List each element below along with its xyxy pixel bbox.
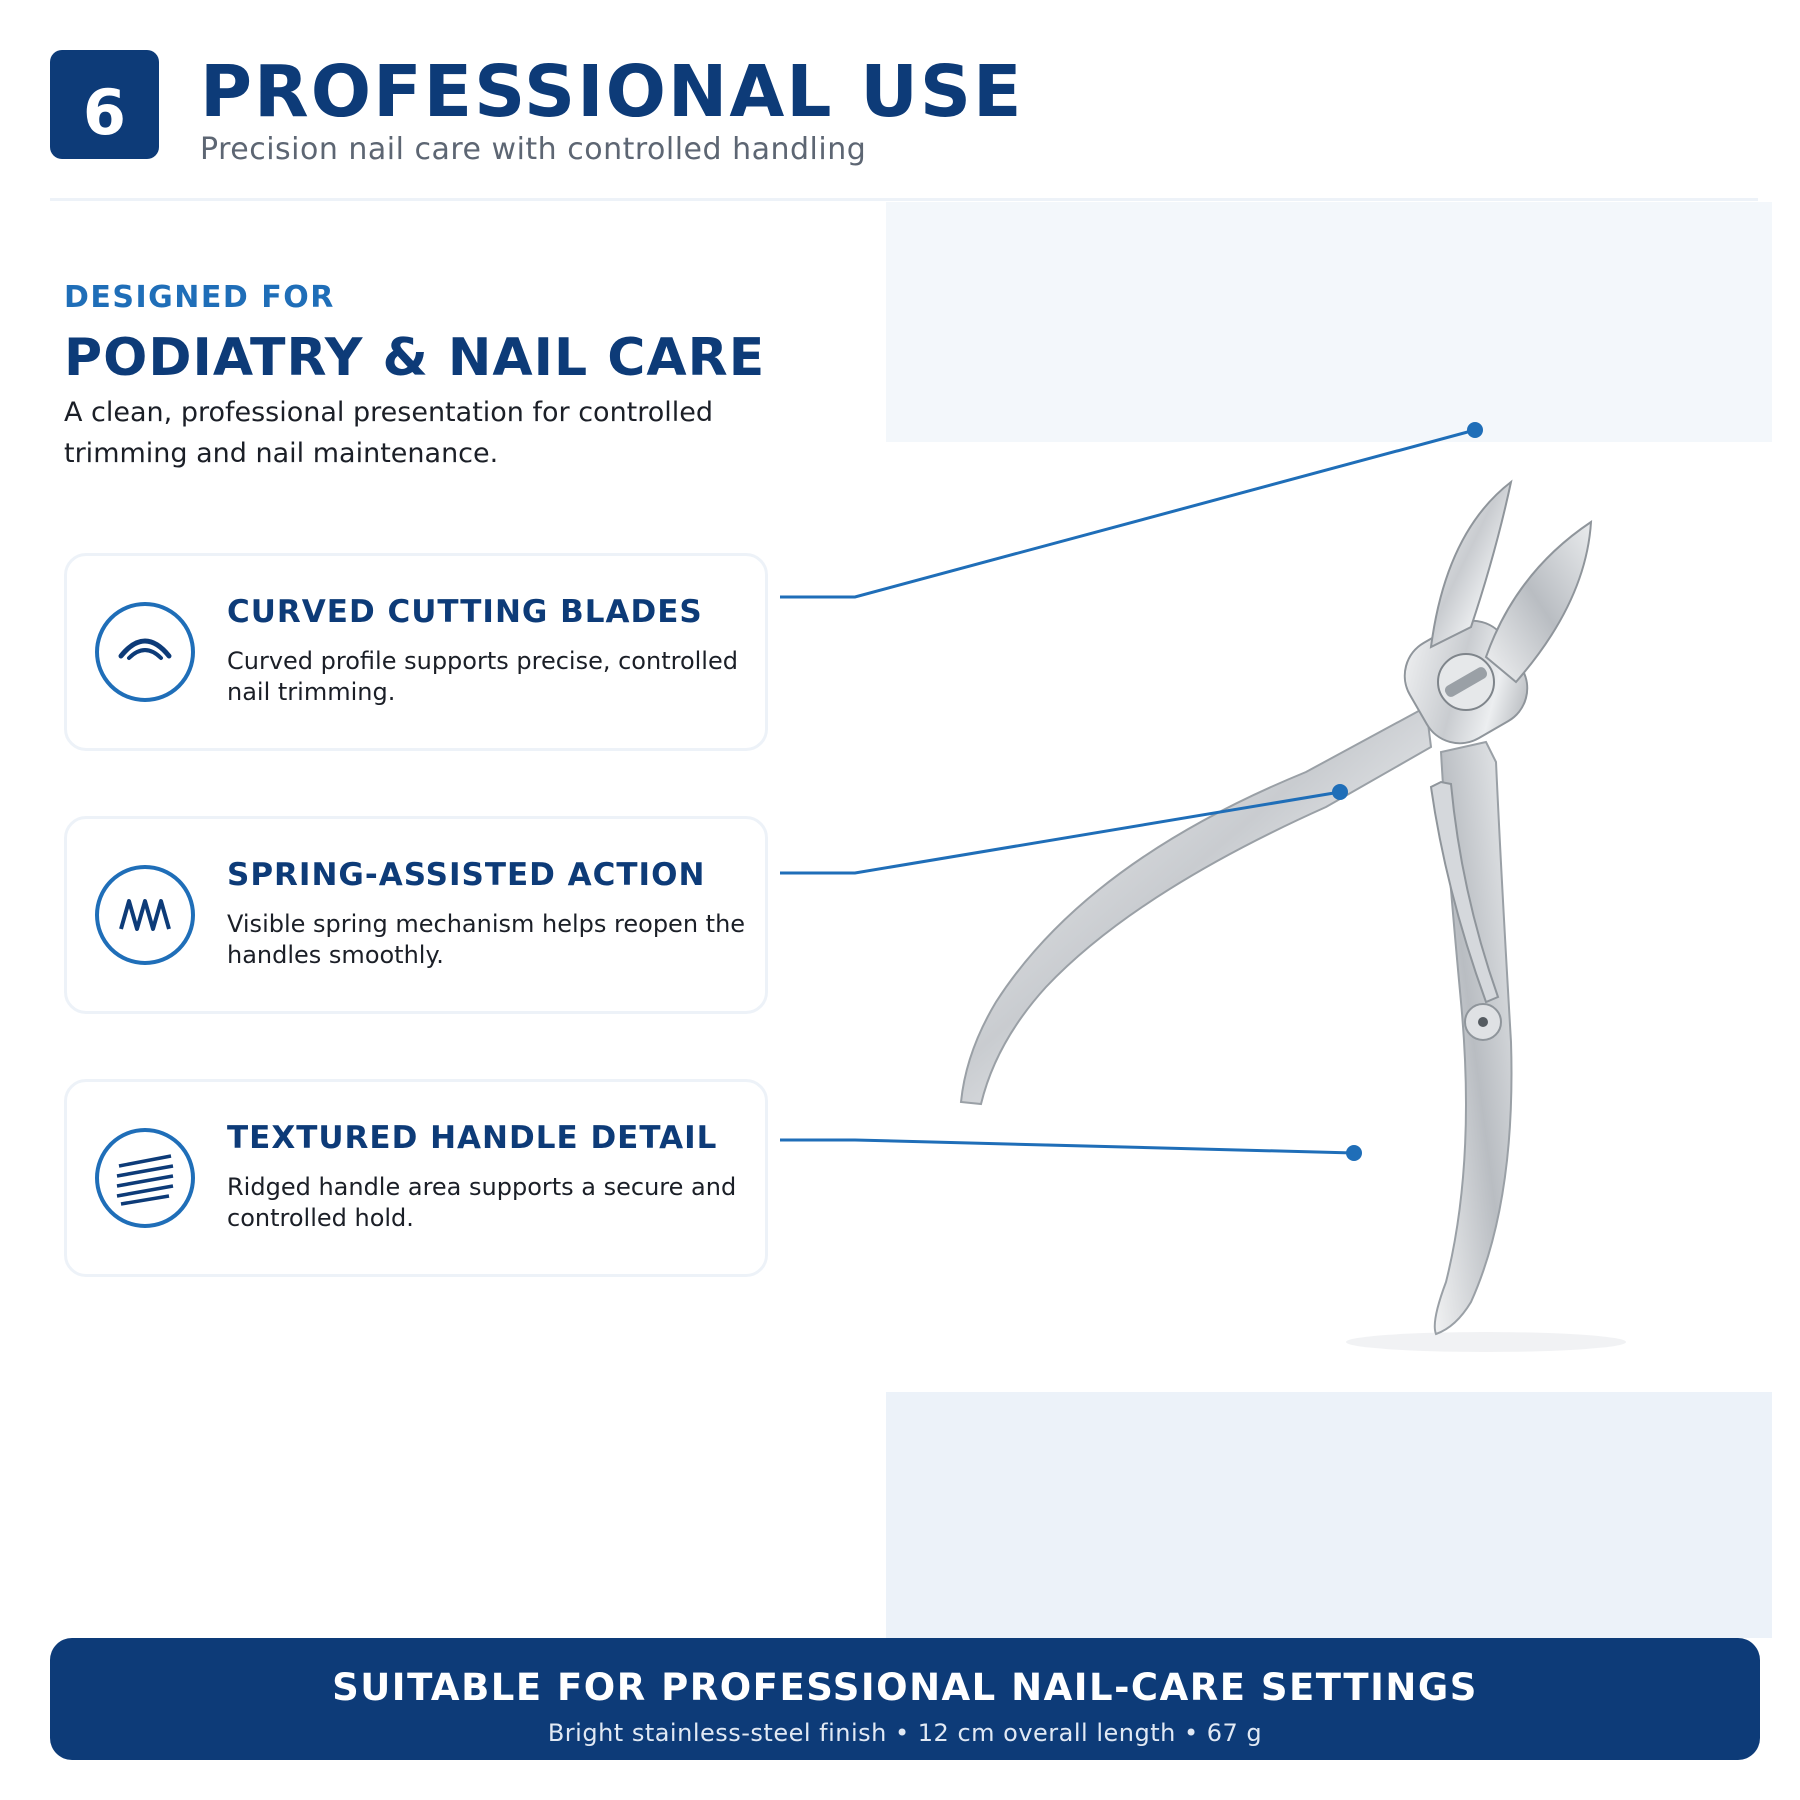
curved-blade-icon — [95, 602, 195, 702]
section-number-badge: 6 — [50, 50, 159, 159]
feature-description: Curved profile supports precise, control… — [227, 647, 738, 706]
footer-specs: Bright stainless-steel finish • 12 cm ov… — [547, 1719, 1263, 1747]
background-panel-bottom — [886, 1392, 1772, 1638]
nail-nipper-product-image — [959, 479, 1626, 1352]
feature-card-textured-handle: TEXTURED HANDLE DETAIL Ridged handle are… — [64, 1079, 768, 1277]
intro-kicker: DESIGNED FOR — [64, 280, 335, 315]
page-subtitle: Precision nail care with controlled hand… — [200, 132, 867, 167]
textured-handle-icon — [95, 1128, 195, 1228]
intro-description: A clean, professional presentation for c… — [64, 397, 714, 469]
intro-headline: PODIATRY & NAIL CARE — [64, 328, 766, 388]
footer-banner: SUITABLE FOR PROFESSIONAL NAIL-CARE SETT… — [50, 1638, 1760, 1760]
feature-title: CURVED CUTTING BLADES — [227, 594, 703, 630]
page-title: PROFESSIONAL USE — [200, 50, 1024, 133]
feature-title: TEXTURED HANDLE DETAIL — [227, 1120, 718, 1156]
header-divider — [50, 198, 1758, 201]
spring-icon — [95, 865, 195, 965]
background-panel-top — [886, 202, 1772, 442]
feature-title: SPRING-ASSISTED ACTION — [227, 857, 706, 893]
feature-card-curved-blades: CURVED CUTTING BLADES Curved profile sup… — [64, 553, 768, 751]
feature-description: Ridged handle area supports a secure and… — [227, 1173, 737, 1232]
feature-description: Visible spring mechanism helps reopen th… — [227, 910, 746, 969]
feature-card-spring-action: SPRING-ASSISTED ACTION Visible spring me… — [64, 816, 768, 1014]
footer-title: SUITABLE FOR PROFESSIONAL NAIL-CARE SETT… — [332, 1666, 1478, 1709]
